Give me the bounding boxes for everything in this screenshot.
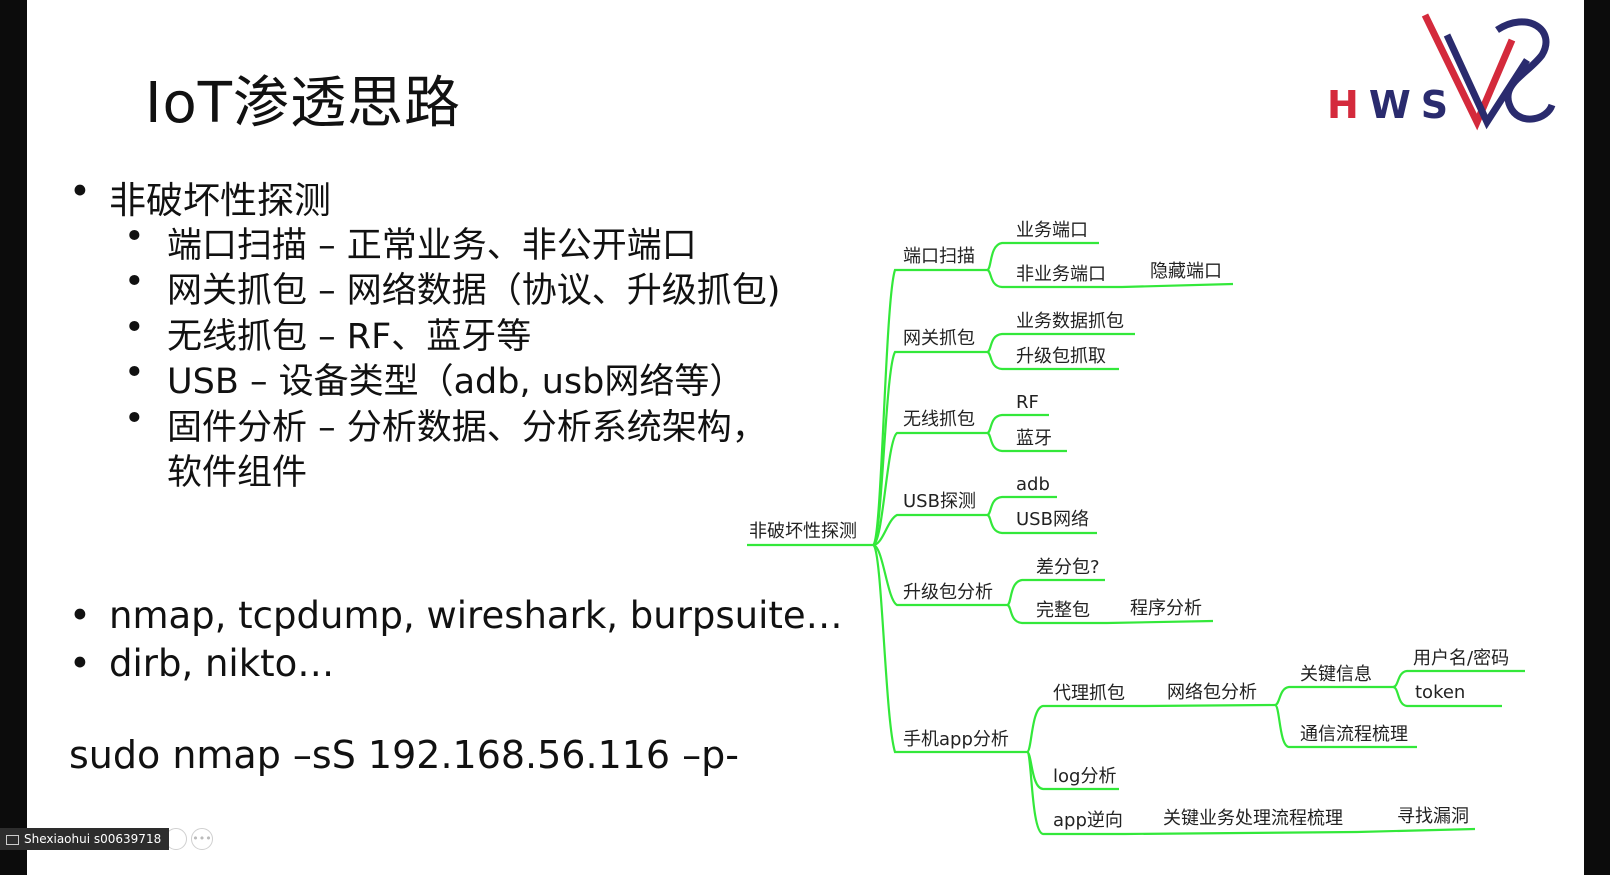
edge [1356,827,1476,834]
node-gw: 网关抓包 [903,328,975,349]
node-gw-upg: 升级包抓取 [1016,346,1106,367]
edge [1025,704,1145,754]
branch-upg [872,543,1007,607]
node-gw-biz: 业务数据抓包 [1016,311,1124,332]
sub-bullet: • 无线抓包 – RF、蓝牙等 [124,308,532,357]
edge [986,268,1122,289]
hws-logo: HWS [1327,13,1556,131]
node-wl-bt: 蓝牙 [1016,428,1052,449]
node-app-proxy: 代理抓包 [1053,683,1125,704]
node-port-nonbiz: 非业务端口 [1016,264,1106,285]
camera-icon [6,834,19,845]
branch-app [871,543,1027,754]
edge [1006,603,1107,625]
edge [1025,750,1125,836]
sub-bullet: • 固件分析 – 分析数据、分析系统架构， [124,399,767,448]
node-usb-net: USB网络 [1016,509,1089,530]
edge [986,241,1099,272]
edge [1274,685,1393,707]
node-port: 端口扫描 [903,246,975,267]
sub-bullet: • 网关抓包 – 网络数据（协议、升级抓包) [124,262,781,311]
tools-bullet: • dirb, nikto… [69,642,335,685]
node-app-rev: app逆向 [1053,810,1123,831]
command-line: sudo nmap –sS 192.168.56.116 –p- [69,733,740,777]
branch-gw [871,350,987,547]
node-app-vuln: 寻找漏洞 [1397,806,1469,827]
node-app-user: 用户名/密码 [1413,648,1509,669]
edge [1121,282,1234,289]
node-port-biz: 业务端口 [1016,220,1088,241]
node-app-bizflow: 关键业务处理流程梳理 [1163,808,1343,829]
node-upg-full: 完整包 [1036,600,1090,621]
node-app-key: 关键信息 [1300,664,1372,685]
edge [986,431,1067,453]
tools-bullet: • nmap, tcpdump, wireshark, burpsuite… [69,594,843,637]
edge [986,350,1119,371]
branch-wl [871,431,987,547]
edge [1106,619,1214,625]
node-wl-rf: RF [1016,392,1039,413]
node-app: 手机app分析 [903,729,1009,750]
slide: IoT渗透思路 HWS • 非破坏性探测 • 端口扫描 – 正常业务、非公开端口… [27,0,1584,875]
node-app-log: log分析 [1053,766,1116,787]
mindmap: 非破坏性探测 端口扫描 业务端口 非业务端口 隐藏端口 网关抓包 业务数据抓包 … [747,220,1525,836]
participant-label: Shexiaohui s00639718 [0,828,170,850]
edge [1273,703,1417,749]
node-wl: 无线抓包 [903,409,975,430]
sub-bullet: • 端口扫描 – 正常业务、非公开端口 [124,217,697,266]
node-root: 非破坏性探测 [749,521,857,542]
node-port-hidden: 隐藏端口 [1150,261,1222,282]
right-dark-strip [1584,0,1610,875]
bullet-main: • 非破坏性探测 [69,170,331,222]
node-usb-adb: adb [1016,474,1050,495]
edge [986,513,1097,535]
node-app-netpkt: 网络包分析 [1167,682,1257,703]
node-upg: 升级包分析 [903,582,993,603]
sub-bullet-continuation: 软件组件 [167,453,308,493]
sub-bullet: • USB – 设备类型（adb, usb网络等） [124,353,745,402]
branch-usb [872,513,987,547]
edge [1006,578,1105,607]
node-upg-prog: 程序分析 [1130,598,1202,619]
node-app-token: token [1415,682,1465,703]
more-options-icon[interactable]: ••• [191,828,213,850]
edge [1144,703,1276,708]
node-app-flow: 通信流程梳理 [1300,724,1408,745]
slide-title: IoT渗透思路 [145,71,461,136]
node-upg-diff: 差分包? [1036,557,1100,578]
left-dark-strip [0,0,27,875]
svg-text:HWS: HWS [1327,83,1458,127]
edge [1124,830,1358,836]
edge [1392,685,1502,708]
node-usb: USB探测 [903,491,976,512]
